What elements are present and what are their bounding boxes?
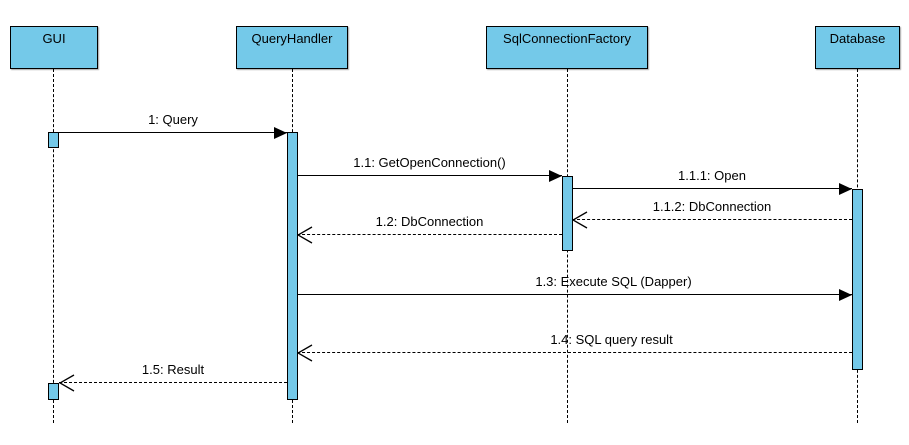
filled-arrowhead-icon [274, 127, 287, 139]
filled-arrowhead-icon [549, 170, 562, 182]
message-result: 1.5: Result [59, 357, 287, 392]
message-label: 1.5: Result [141, 362, 205, 377]
participant-box-database: Database [815, 26, 900, 69]
participant-label: SqlConnectionFactory [503, 31, 631, 46]
activation-bar-queryhandler [287, 132, 298, 400]
open-arrowhead-icon [297, 344, 313, 362]
participant-box-gui: GUI [10, 26, 98, 69]
message-open: 1.1.1: Open [572, 163, 852, 195]
message-line [59, 132, 287, 133]
message-line [297, 234, 562, 235]
participant-box-sqlconnectionfactory: SqlConnectionFactory [486, 26, 648, 69]
open-arrowhead-icon [297, 226, 313, 244]
message-label: 1: Query [148, 112, 198, 127]
message-line [572, 219, 852, 220]
participant-label: Database [829, 31, 886, 46]
lifeline-gui [53, 69, 54, 423]
message-label: 1.4: SQL query result [550, 332, 673, 347]
message-label: 1.1.2: DbConnection [652, 199, 772, 214]
message-label: 1.3: Execute SQL (Dapper) [535, 274, 692, 289]
open-arrowhead-icon [572, 211, 588, 229]
filled-arrowhead-icon [839, 183, 852, 195]
message-dbconnection-return-2: 1.2: DbConnection [297, 209, 562, 244]
message-query: 1: Query [59, 107, 287, 139]
message-sql-query-result: 1.4: SQL query result [297, 327, 852, 362]
message-label: 1.1.1: Open [678, 168, 746, 183]
activation-bar-gui-1 [48, 132, 59, 148]
activation-bar-database [852, 189, 863, 370]
message-label: 1.2: DbConnection [375, 214, 484, 229]
message-label: 1.1: GetOpenConnection() [353, 155, 506, 170]
message-line [59, 382, 287, 383]
activation-bar-gui-2 [48, 383, 59, 400]
message-line [572, 188, 852, 189]
filled-arrowhead-icon [839, 289, 852, 301]
open-arrowhead-icon [59, 374, 75, 392]
activation-bar-sqlconnectionfactory [562, 176, 573, 251]
message-getopenconnection: 1.1: GetOpenConnection() [297, 150, 562, 182]
participant-label: GUI [42, 31, 66, 46]
participant-box-queryhandler: QueryHandler [236, 26, 348, 69]
message-execute-sql: 1.3: Execute SQL (Dapper) [297, 269, 852, 301]
message-line [297, 175, 562, 176]
message-dbconnection-return-1: 1.1.2: DbConnection [572, 194, 852, 229]
message-line [297, 352, 852, 353]
participant-label: QueryHandler [251, 31, 333, 46]
message-line [297, 294, 852, 295]
